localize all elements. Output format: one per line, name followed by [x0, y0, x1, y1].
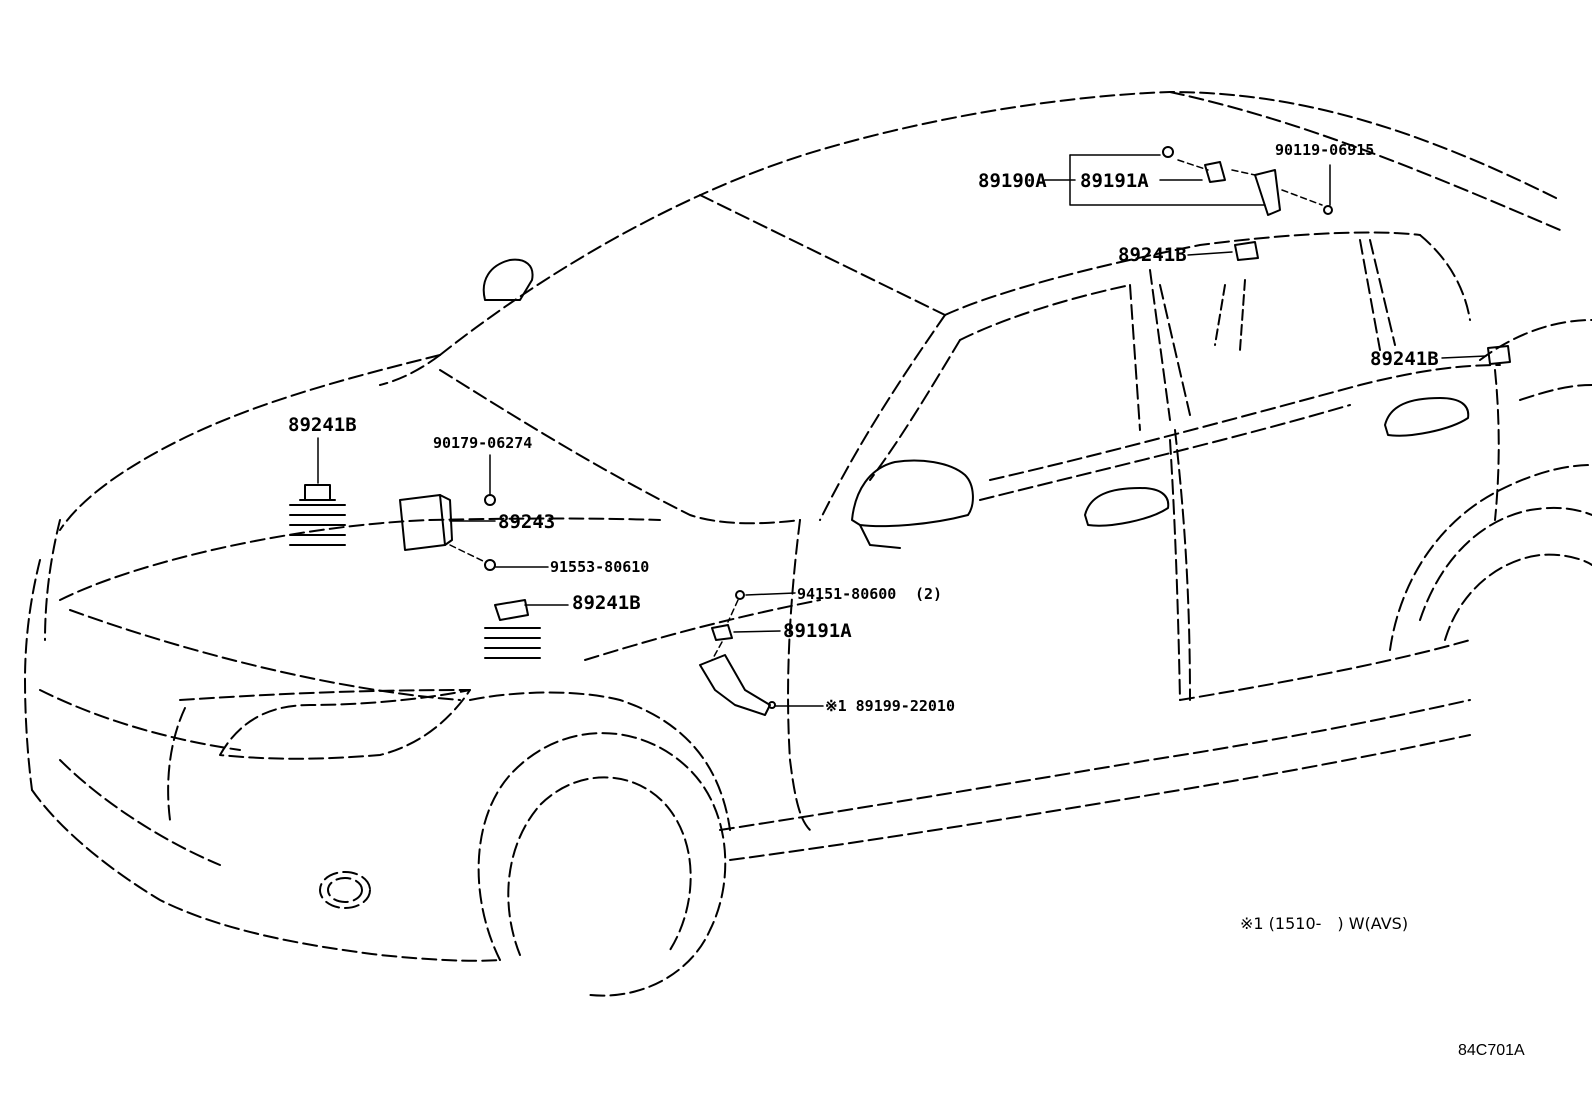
label-91553-80610: 91553-80610 — [550, 558, 650, 576]
leader-lines — [317, 154, 1487, 707]
label-89199-22010: ※1 89199-22010 — [825, 697, 955, 715]
label-89191A-top: 89191A — [1080, 170, 1149, 192]
screw-dot — [484, 559, 496, 571]
rear-door-handle — [1384, 397, 1470, 437]
fender-bracket-part — [699, 590, 776, 716]
figure-code: 84C701A — [1458, 1042, 1525, 1059]
side-mirror — [851, 459, 974, 549]
far-side-mirror — [482, 258, 534, 301]
computer-part — [399, 494, 453, 551]
roof-horn-part — [1214, 241, 1259, 351]
label-89191A-fender: 89191A — [783, 620, 852, 642]
front-wheel — [477, 732, 727, 997]
roof-bracket-part — [1162, 146, 1333, 216]
rear-wheel — [1419, 506, 1592, 641]
label-90179-06274: 90179-06274 — [433, 434, 533, 452]
label-89190A: 89190A — [978, 170, 1047, 192]
rear-horn-part — [1487, 345, 1511, 365]
footnote: ※1 (1510- ) W(AVS) — [1240, 914, 1409, 933]
label-90119-06915: 90119-06915 — [1275, 141, 1375, 159]
label-94151-qty: (2) — [915, 585, 943, 603]
label-94151-80600: 94151-80600 — [797, 585, 897, 603]
hood-horn-part — [289, 484, 346, 546]
label-89241B-rear: 89241B — [1370, 348, 1439, 370]
car-body-outline — [24, 91, 1592, 962]
label-89243: 89243 — [498, 511, 556, 533]
label-89241B-front: 89241B — [572, 592, 641, 614]
label-89241B-hood: 89241B — [288, 414, 357, 436]
label-89241B-roof: 89241B — [1118, 244, 1187, 266]
front-horn-part — [484, 599, 541, 659]
front-door-handle — [1084, 487, 1170, 527]
bolt-dot — [484, 494, 496, 506]
